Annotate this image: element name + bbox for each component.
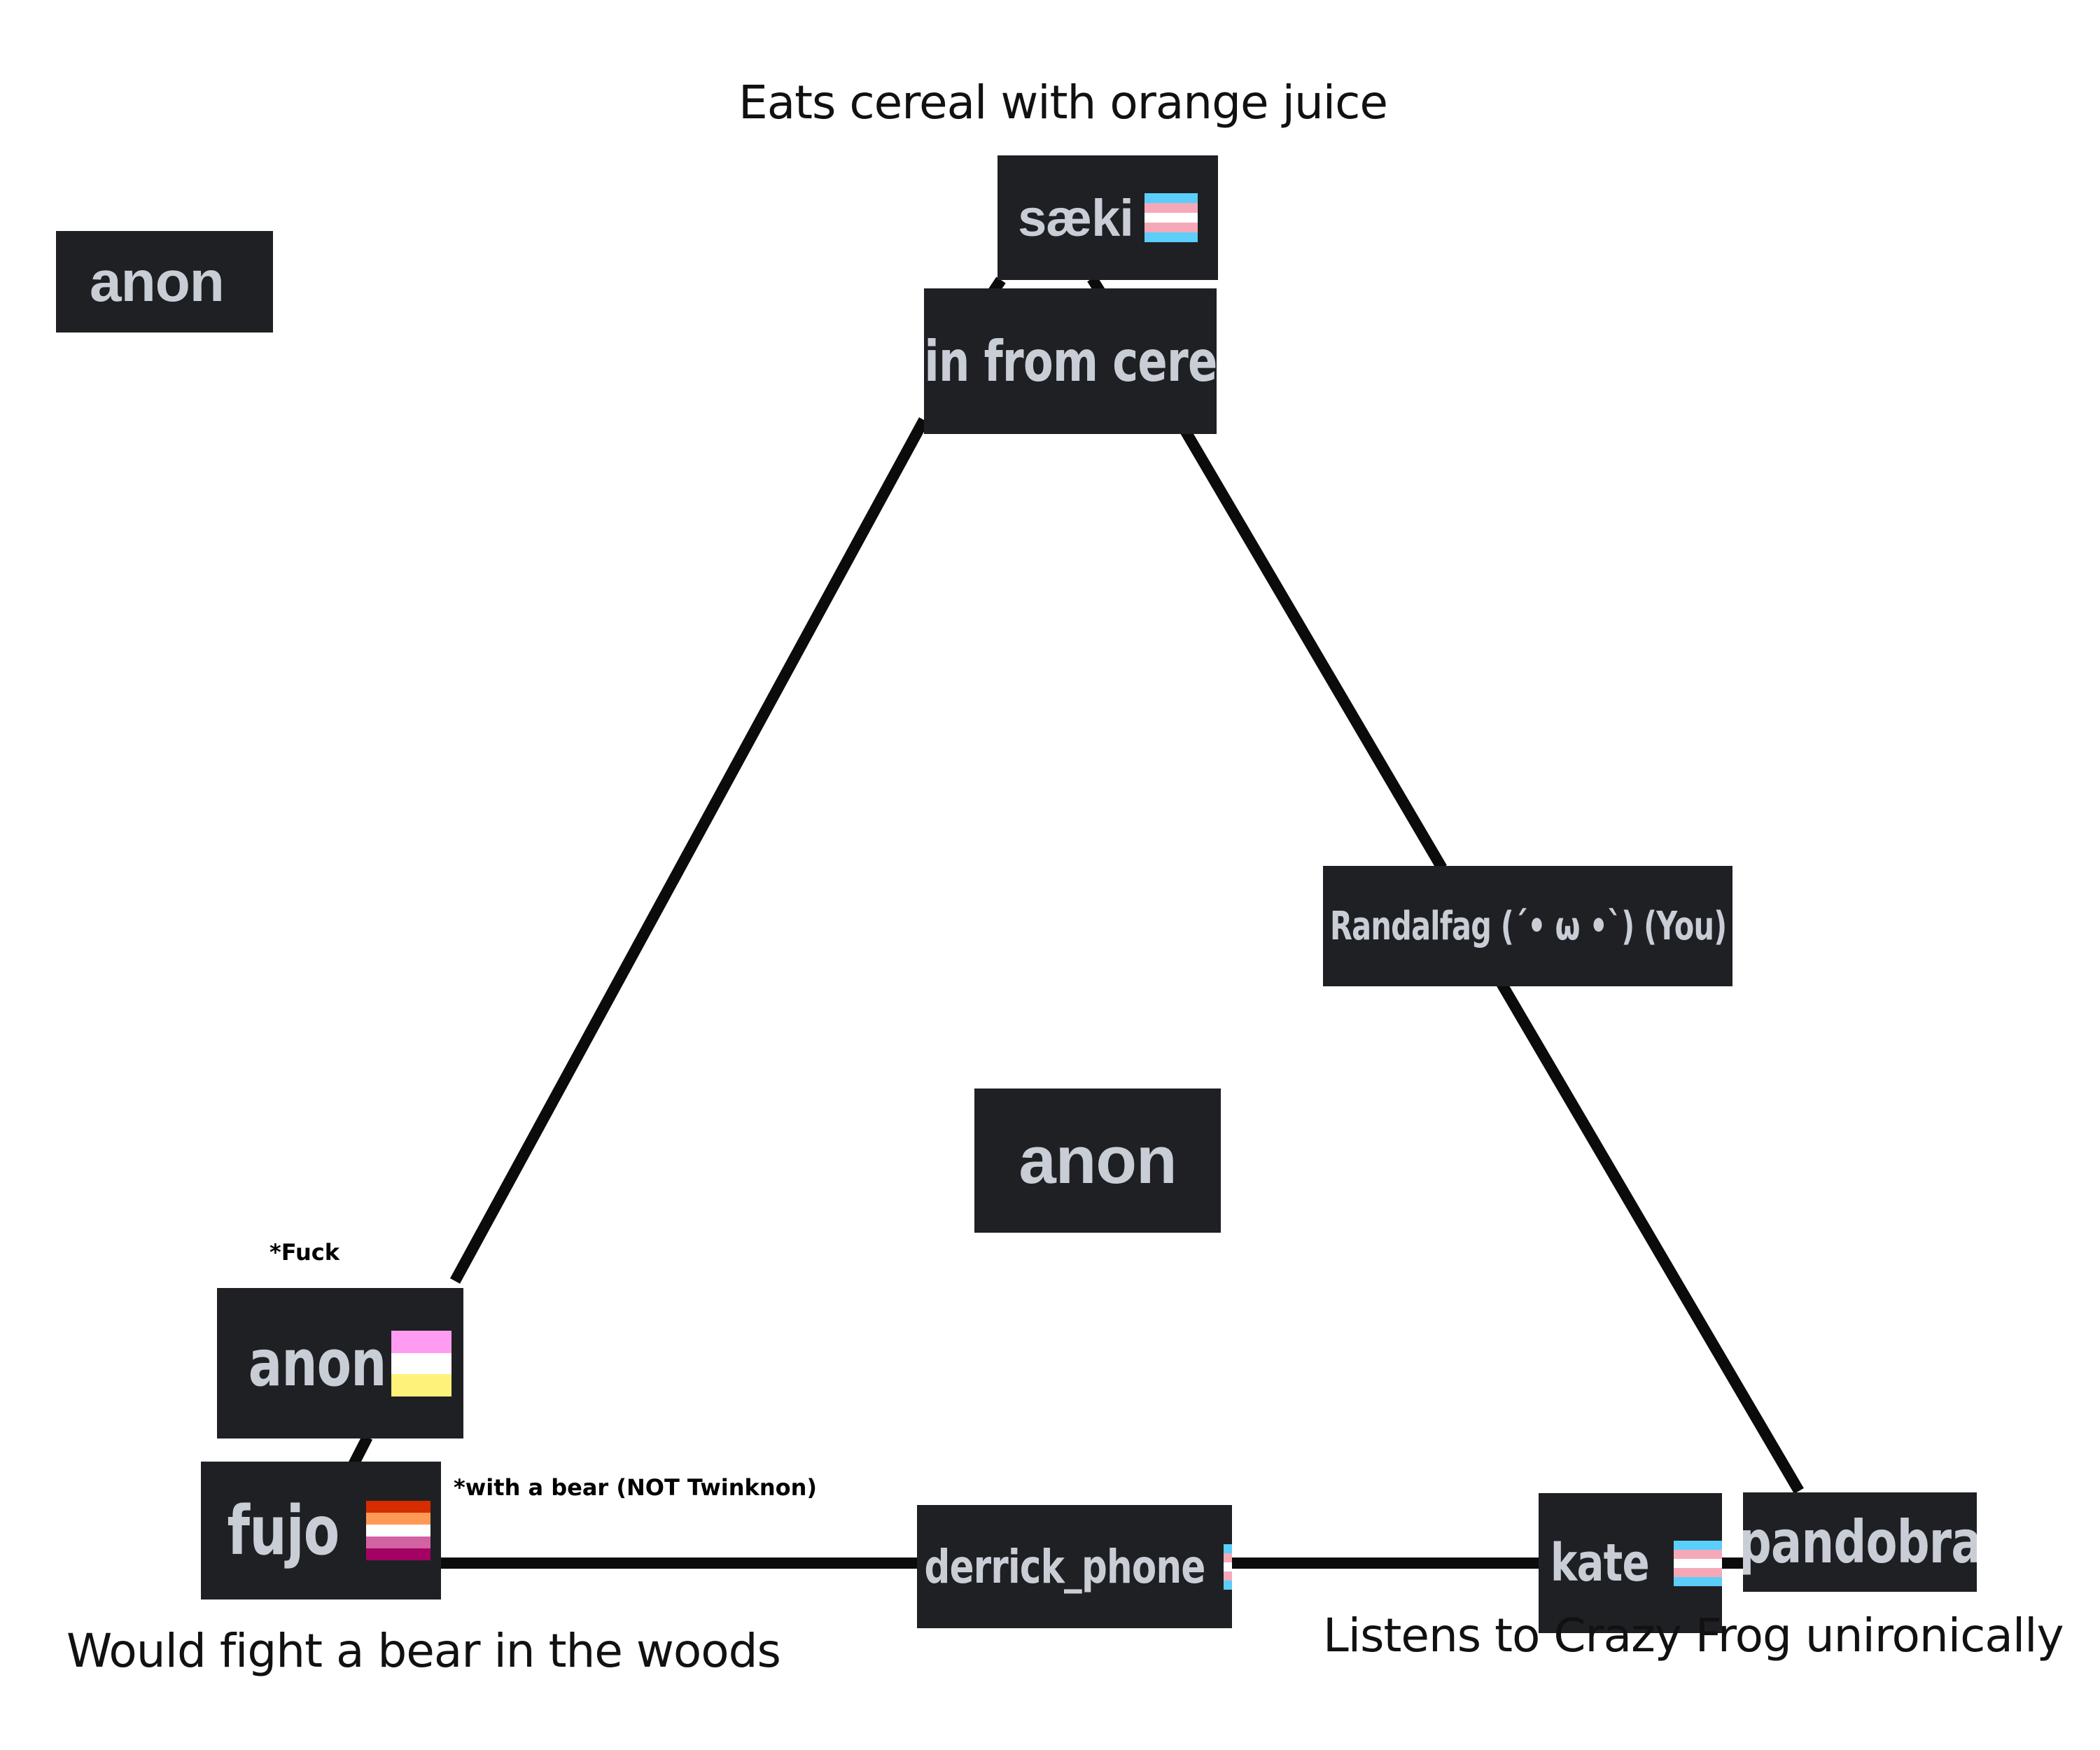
tag-anon-bottomleft-label: anon [248, 1326, 387, 1401]
tag-derrick: derrick_phone [917, 1505, 1232, 1628]
tag-randalfag: Randalfag (´• ω •`) (You) [1323, 866, 1732, 986]
tag-pandobra: pandobra [1743, 1492, 1977, 1592]
tag-pandobra-label: pandobra [1743, 1508, 1977, 1576]
edge-lain-anon-bottomleft [449, 417, 930, 1284]
lesbian-flag-icon [365, 1501, 430, 1560]
caption-top: Eats cereal with orange juice [738, 76, 1388, 130]
edge-anon-fujo [348, 1434, 373, 1467]
tag-saeki: sæki [997, 155, 1218, 280]
tag-anon-topleft: anon [56, 231, 273, 332]
tag-lain: lain from cereal [924, 288, 1217, 434]
note-fuck: *Fuck [270, 1239, 340, 1266]
caption-bottom-right: Listens to Crazy Frog unironically [1323, 1609, 2064, 1662]
trans-flag-icon [1674, 1540, 1722, 1586]
tag-derrick-label: derrick_phone [924, 1539, 1206, 1594]
edge-lain-randalfag [1178, 424, 1447, 872]
tag-fujo: fujo [201, 1462, 441, 1600]
tag-lain-label: lain from cereal [924, 328, 1217, 394]
tag-anon-center-label: anon [1018, 1123, 1177, 1198]
tag-anon-bottomleft: anon [217, 1288, 463, 1438]
tag-anon-center: anon [974, 1088, 1221, 1233]
tag-kate-label: kate [1550, 1533, 1650, 1593]
tag-saeki-label: sæki [1018, 188, 1134, 247]
tag-randalfag-label: Randalfag (´• ω •`) (You) [1330, 903, 1727, 949]
trans-flag-icon [1224, 1544, 1232, 1590]
tag-anon-topleft-label: anon [90, 249, 225, 314]
pink-yellow-flag-icon [391, 1330, 452, 1396]
tag-kate: kate [1539, 1493, 1722, 1633]
edge-randalfag-pandobra [1497, 980, 1804, 1494]
caption-bottom-left: Would fight a bear in the woods [66, 1624, 781, 1678]
note-bear: *with a bear (NOT Twinknon) [454, 1474, 817, 1501]
trans-flag-icon [1144, 193, 1198, 242]
tag-fujo-label: fujo [227, 1491, 340, 1570]
